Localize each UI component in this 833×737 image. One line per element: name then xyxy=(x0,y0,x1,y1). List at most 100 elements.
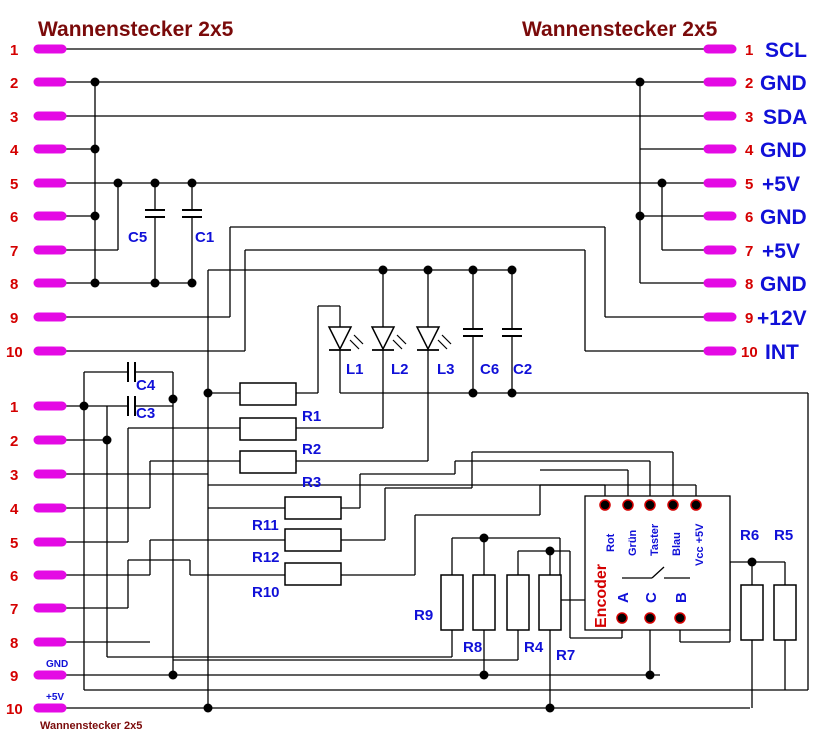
capacitor-c5 xyxy=(145,209,165,218)
resistor-r1 xyxy=(239,382,297,406)
left-top-connector xyxy=(33,44,67,356)
svg-text:+5V: +5V xyxy=(762,240,800,263)
resistor-r11 xyxy=(284,496,342,520)
led-l1 xyxy=(327,326,364,351)
svg-text:6: 6 xyxy=(745,209,753,226)
led-l3 xyxy=(415,326,452,351)
label-r11: R11 xyxy=(252,517,279,534)
svg-text:10: 10 xyxy=(6,701,23,718)
left-top-pin-numbers: 1 2 3 4 5 6 7 8 9 10 xyxy=(6,42,23,361)
label-c1: C1 xyxy=(195,229,214,246)
title-left-bottom: Wannenstecker 2x5 xyxy=(40,720,142,732)
capacitor-c3 xyxy=(127,396,136,416)
label-c5: C5 xyxy=(128,229,147,246)
encoder-pin-gruen: Grün xyxy=(627,529,639,556)
label-r8: R8 xyxy=(463,639,482,656)
svg-text:2: 2 xyxy=(10,433,18,450)
capacitor-c6 xyxy=(463,328,483,337)
svg-text:5: 5 xyxy=(10,176,18,193)
svg-text:GND: GND xyxy=(760,139,807,162)
bottom-junctions xyxy=(79,394,757,713)
encoder xyxy=(584,495,731,631)
left-bottom-connector xyxy=(33,401,67,713)
label-c3: C3 xyxy=(136,405,155,422)
led-l2 xyxy=(370,326,407,351)
right-pin-numbers: 1 2 3 4 5 6 7 8 9 10 xyxy=(741,42,758,361)
resistor-r10 xyxy=(284,562,342,586)
top-wiring xyxy=(62,48,708,352)
svg-text:3: 3 xyxy=(10,467,18,484)
title-right-top: Wannenstecker 2x5 xyxy=(522,18,718,41)
svg-text:INT: INT xyxy=(765,341,799,364)
svg-text:4: 4 xyxy=(745,142,754,159)
svg-text:7: 7 xyxy=(10,243,18,260)
label-r10: R10 xyxy=(252,584,280,601)
label-l2: L2 xyxy=(391,361,409,378)
label-l1: L1 xyxy=(346,361,364,378)
svg-text:2: 2 xyxy=(745,75,753,92)
label-vcc-small: +5V xyxy=(46,692,64,703)
resistor-r3 xyxy=(239,450,297,474)
encoder-pin-b: B xyxy=(673,592,690,603)
right-signal-names: SCL GND SDA GND +5V GND +5V GND +12V INT xyxy=(757,39,807,364)
title-left-top: Wannenstecker 2x5 xyxy=(38,18,234,41)
led-section-wiring xyxy=(207,269,809,690)
svg-text:6: 6 xyxy=(10,209,18,226)
svg-text:7: 7 xyxy=(10,601,18,618)
svg-text:SDA: SDA xyxy=(763,106,807,129)
label-r9: R9 xyxy=(414,607,433,624)
capacitor-c1 xyxy=(182,209,202,218)
label-c4: C4 xyxy=(136,377,156,394)
label-r7: R7 xyxy=(556,647,575,664)
right-connector xyxy=(703,44,737,356)
bottom-wiring xyxy=(62,306,808,709)
label-r1: R1 xyxy=(302,408,321,425)
led-junctions xyxy=(203,265,517,398)
encoder-title: Encoder xyxy=(593,564,610,628)
svg-text:8: 8 xyxy=(745,276,753,293)
svg-text:5: 5 xyxy=(10,535,18,552)
label-r6: R6 xyxy=(740,527,759,544)
svg-text:1: 1 xyxy=(10,399,18,416)
svg-text:7: 7 xyxy=(745,243,753,260)
resistor-r8 xyxy=(472,574,496,631)
svg-text:2: 2 xyxy=(10,75,18,92)
svg-text:10: 10 xyxy=(6,344,23,361)
label-c6: C6 xyxy=(480,361,499,378)
label-r12: R12 xyxy=(252,549,280,566)
top-junctions xyxy=(90,77,667,288)
encoder-pin-taster: Taster xyxy=(649,523,661,556)
encoder-pin-vcc: Vcc +5V xyxy=(694,523,706,566)
svg-text:1: 1 xyxy=(10,42,18,59)
resistor-r9 xyxy=(440,574,464,631)
svg-text:9: 9 xyxy=(745,310,753,327)
resistor-r12 xyxy=(284,528,342,552)
resistor-r2 xyxy=(239,417,297,441)
label-r4: R4 xyxy=(524,639,544,656)
svg-text:3: 3 xyxy=(10,109,18,126)
svg-text:GND: GND xyxy=(760,273,807,296)
encoder-pin-blau: Blau xyxy=(671,532,683,556)
resistor-r5 xyxy=(773,584,797,641)
svg-text:5: 5 xyxy=(745,176,753,193)
svg-text:1: 1 xyxy=(745,42,753,59)
svg-text:GND: GND xyxy=(760,206,807,229)
resistor-r7 xyxy=(538,574,562,631)
encoder-terminals xyxy=(599,499,702,624)
encoder-pin-a: A xyxy=(615,592,632,603)
encoder-pin-c: C xyxy=(643,592,660,603)
svg-text:8: 8 xyxy=(10,635,18,652)
label-c2: C2 xyxy=(513,361,532,378)
svg-text:SCL: SCL xyxy=(765,39,807,62)
svg-text:GND: GND xyxy=(760,72,807,95)
resistor-r6 xyxy=(740,584,764,641)
label-l3: L3 xyxy=(437,361,455,378)
resistor-r4 xyxy=(506,574,530,631)
svg-text:10: 10 xyxy=(741,344,758,361)
svg-text:4: 4 xyxy=(10,142,19,159)
svg-text:4: 4 xyxy=(10,501,19,518)
capacitor-c2 xyxy=(502,328,522,337)
left-bottom-pin-numbers: 1 2 3 4 5 6 7 8 9 10 xyxy=(6,399,23,718)
svg-text:3: 3 xyxy=(745,109,753,126)
